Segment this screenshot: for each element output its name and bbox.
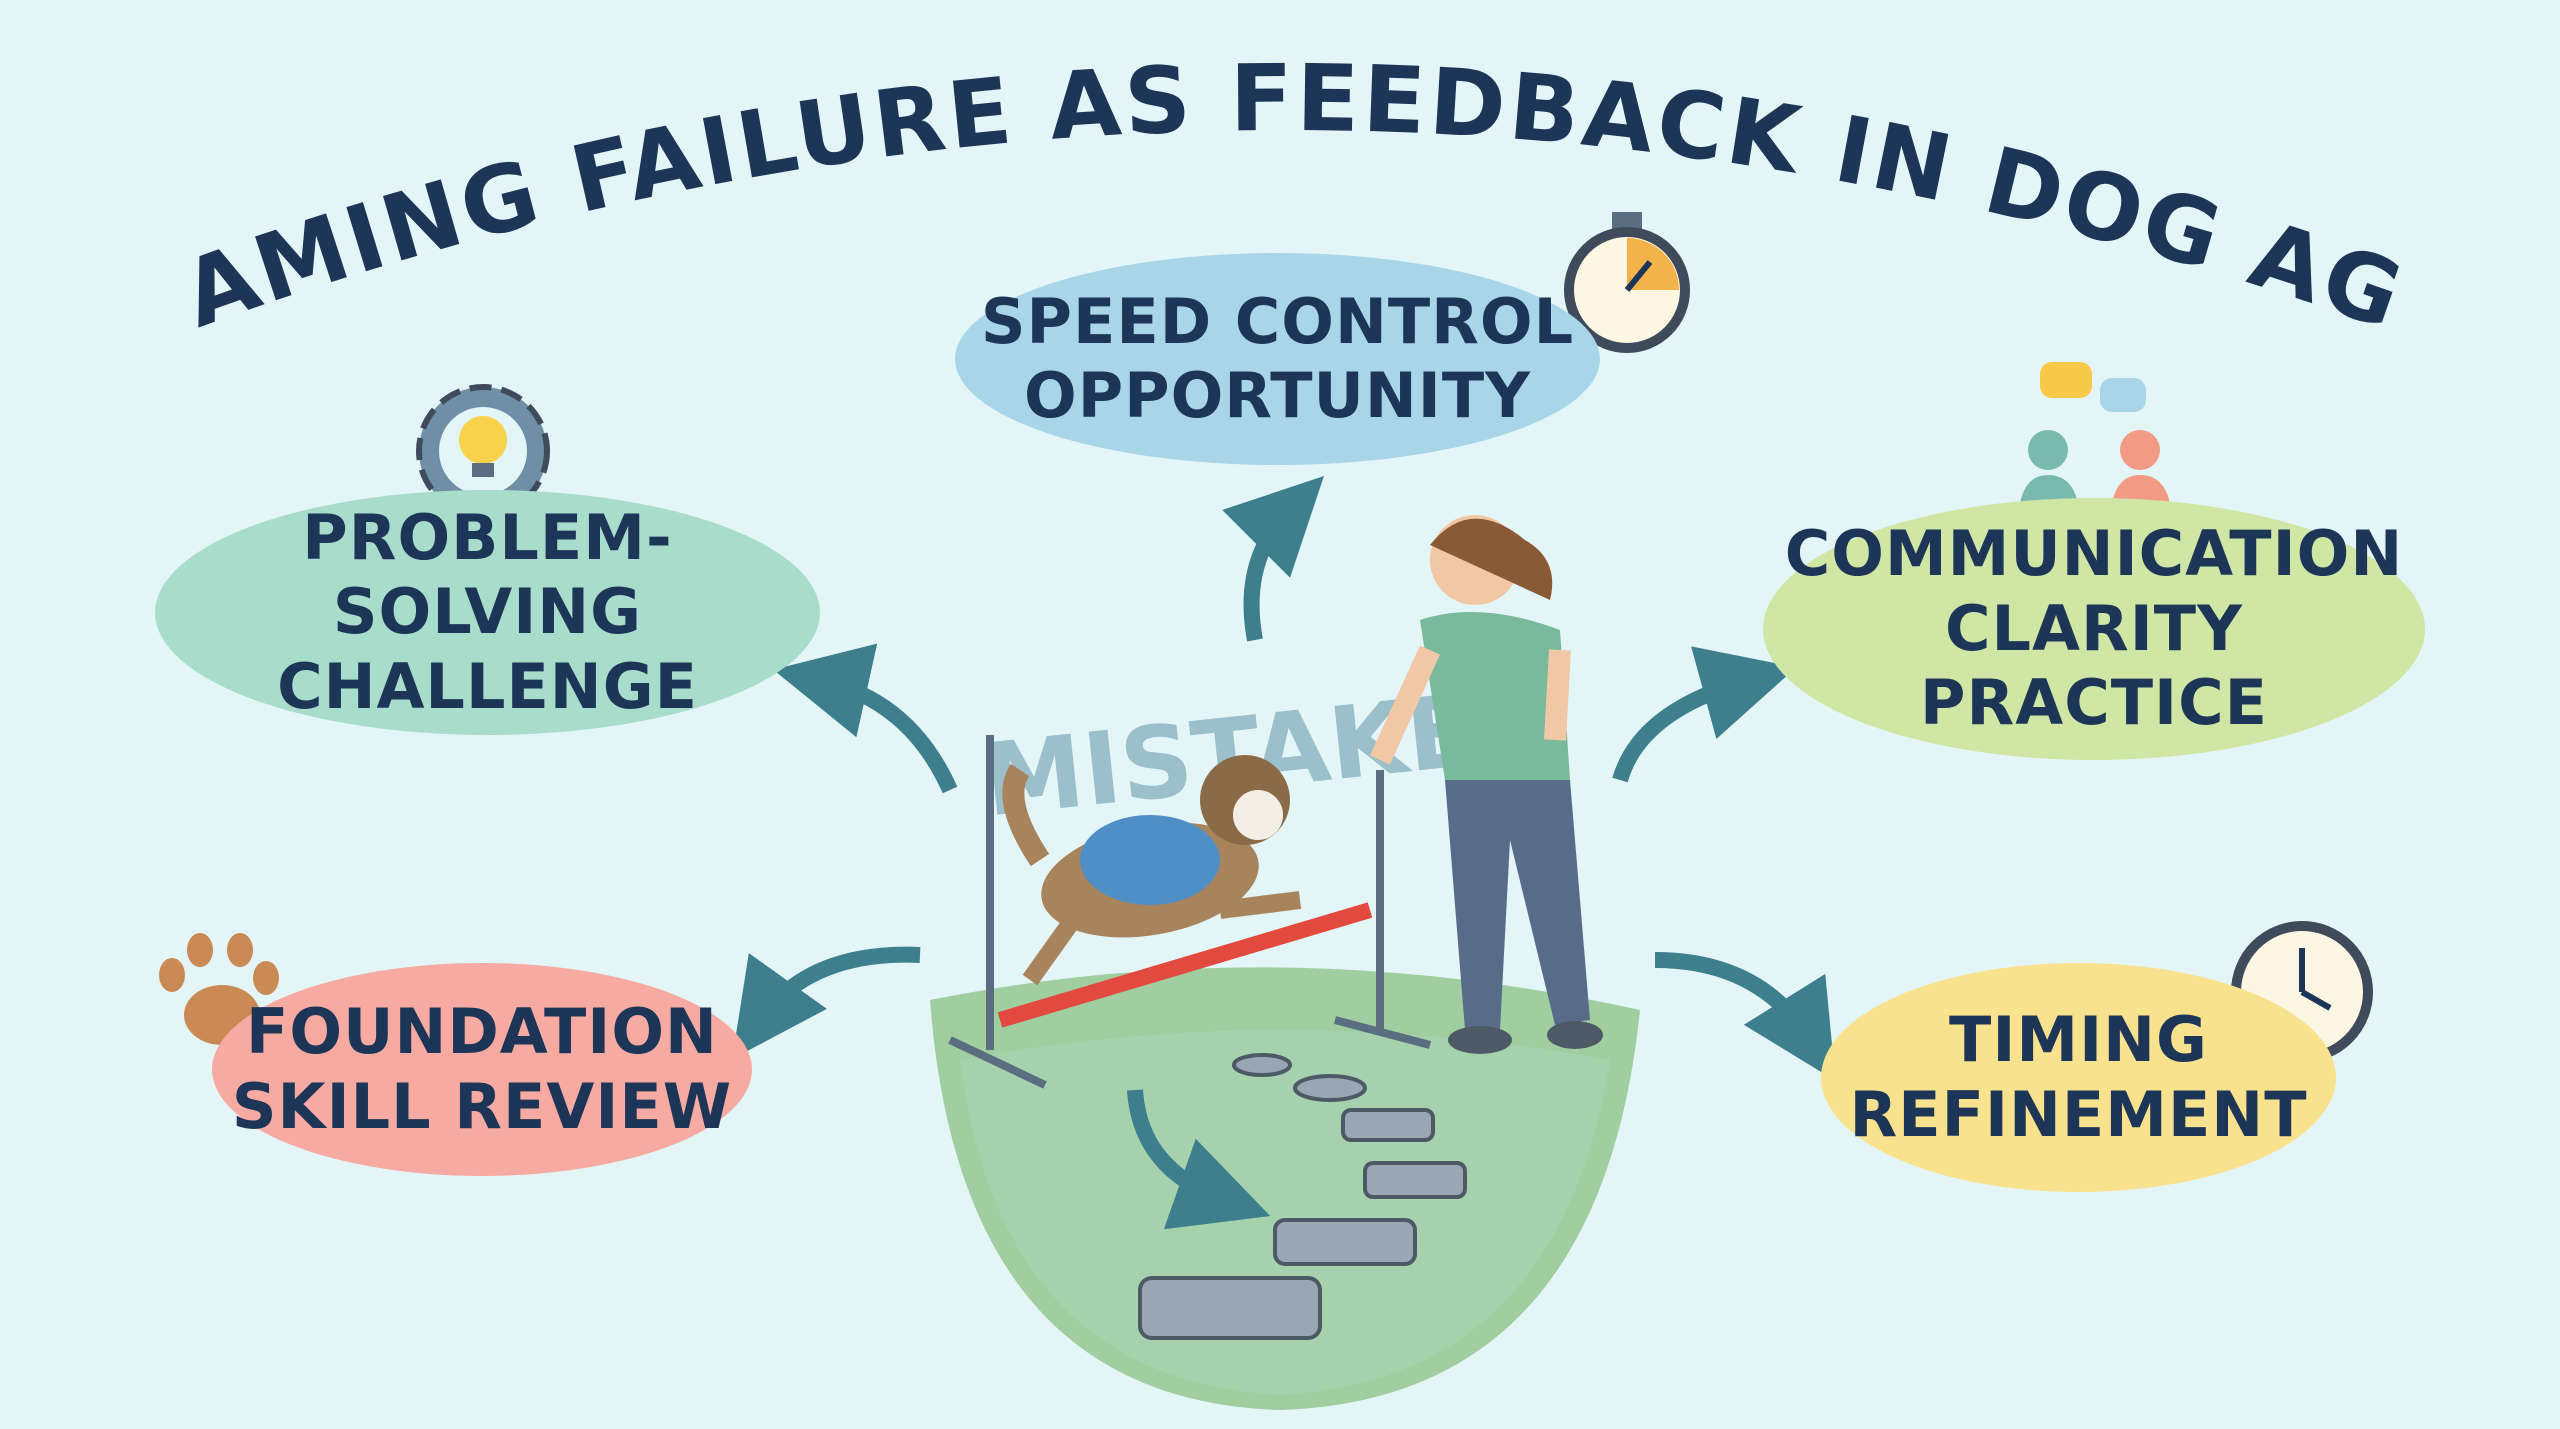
gear-lightbulb-icon (416, 384, 550, 518)
communication-bubble: COMMUNICATION CLARITY PRACTICE (1763, 498, 2425, 760)
handler-illustration (1369, 515, 1603, 1054)
problem-line2: CHALLENGE (277, 649, 698, 723)
communication-line2: CLARITY PRACTICE (1920, 591, 2268, 740)
problem-line1: PROBLEM-SOLVING (302, 500, 673, 649)
people-speech-icon (2018, 362, 2172, 520)
communication-line1: COMMUNICATION (1784, 517, 2404, 591)
dog-illustration (1002, 755, 1302, 986)
stopwatch-icon (1564, 212, 1690, 353)
timing-line2: REFINEMENT (1849, 1077, 2308, 1151)
foundation-bubble: FOUNDATION SKILL REVIEW (212, 963, 752, 1176)
problem-solving-bubble: PROBLEM-SOLVING CHALLENGE (155, 490, 820, 735)
stepping-stones (1138, 1053, 1467, 1340)
agility-field (930, 967, 1640, 1410)
timing-bubble: TIMING REFINEMENT (1821, 963, 2336, 1192)
timing-line1: TIMING (1949, 1003, 2208, 1077)
foundation-line2: SKILL REVIEW (231, 1069, 733, 1143)
speed-control-bubble: SPEED CONTROL OPPORTUNITY (955, 253, 1600, 465)
speed-line1: SPEED CONTROL (980, 284, 1575, 358)
flow-arrows (732, 476, 1836, 1230)
agility-jump (948, 735, 1432, 1089)
foundation-line1: FOUNDATION (246, 995, 718, 1069)
speed-line2: OPPORTUNITY (1023, 359, 1532, 432)
